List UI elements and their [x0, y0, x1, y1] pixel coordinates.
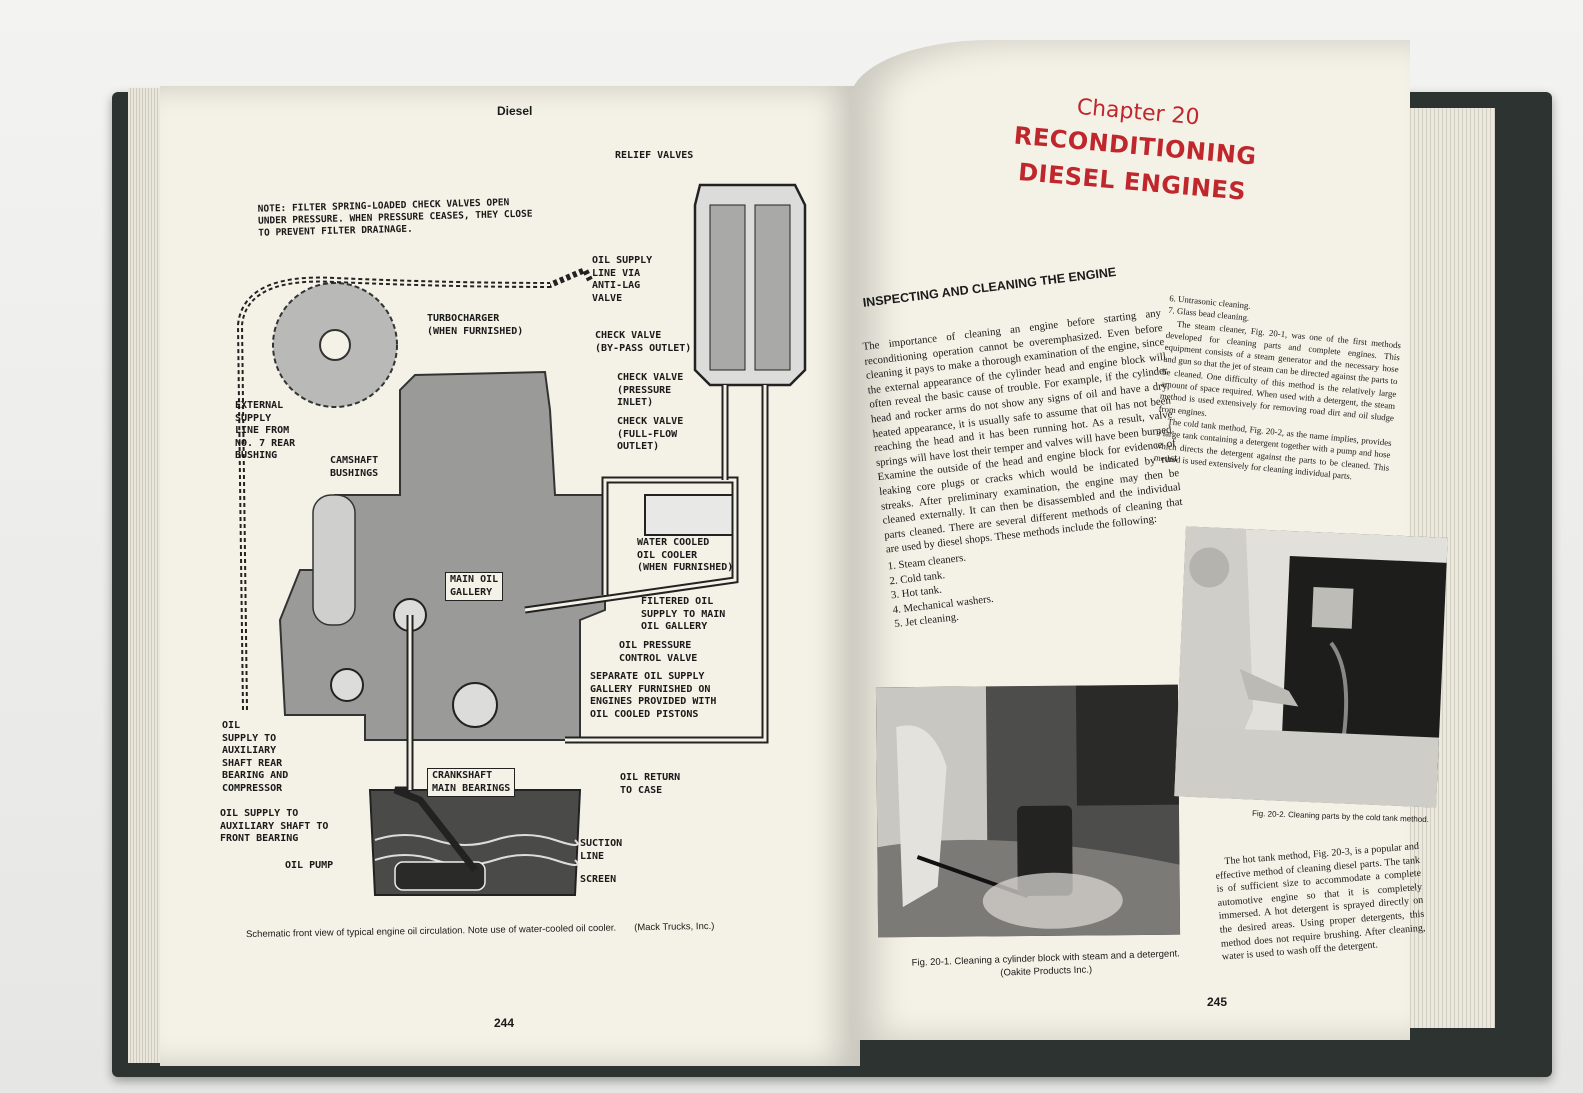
filter-element-1	[709, 204, 746, 371]
label-water-cooled-oil-cooler: WATER COOLED OIL COOLER (WHEN FURNISHED)	[637, 537, 734, 573]
label-oil-supply-line: OIL SUPPLY LINE VIA ANTI-LAG VALVE	[592, 255, 653, 304]
label-oil-pump: OIL PUMP	[285, 860, 334, 871]
label-suction-line: SUCTION LINE	[580, 838, 623, 862]
label-check-valve-fullflow: CHECK VALVE (FULL-FLOW OUTLET)	[617, 416, 684, 452]
filter-element-2	[754, 204, 791, 371]
label-separate-oil-supply: SEPARATE OIL SUPPLY GALLERY FURNISHED ON…	[590, 671, 717, 720]
body-column-bottom: The hot tank method, Fig. 20-3, is a pop…	[1214, 840, 1427, 964]
label-main-oil-gallery: MAIN OIL GALLERY	[445, 572, 504, 601]
label-crankshaft-main-bearings: CRANKSHAFT MAIN BEARINGS	[427, 768, 516, 797]
label-turbocharger: TURBOCHARGER (WHEN FURNISHED)	[427, 313, 524, 337]
aux-shaft-gear	[330, 668, 364, 702]
label-filtered-oil-supply: FILTERED OIL SUPPLY TO MAIN OIL GALLERY	[641, 596, 726, 632]
label-check-valve-bypass: CHECK VALVE (BY-PASS OUTLET)	[595, 330, 692, 354]
label-external-supply: EXTERNAL SUPPLY LINE FROM NO. 7 REAR BUS…	[235, 400, 296, 461]
paragraph-4: The hot tank method, Fig. 20-3, is a pop…	[1215, 840, 1426, 963]
label-camshaft-bushings: CAMSHAFT BUSHINGS	[330, 455, 379, 479]
crankshaft-shape	[452, 682, 498, 728]
page-number-right: 245	[1207, 995, 1228, 1009]
air-tank	[312, 494, 356, 626]
engine-block	[278, 370, 606, 741]
photo-cold-tank	[1174, 526, 1448, 808]
photo-1-image	[875, 684, 1181, 938]
label-oil-pressure-control: OIL PRESSURE CONTROL VALVE	[619, 640, 698, 664]
caption-credit: (Mack Trucks, Inc.)	[634, 920, 715, 934]
page-number-left: 244	[494, 1016, 515, 1030]
body-column-right: 6. Untrasonic cleaning. 7. Glass bead cl…	[1153, 292, 1403, 486]
photo-steam-cleaning	[875, 684, 1181, 938]
running-head: Diesel	[497, 104, 533, 118]
label-oil-supply-aux-front: OIL SUPPLY TO AUXILIARY SHAFT TO FRONT B…	[220, 808, 329, 844]
label-oil-return: OIL RETURN TO CASE	[620, 772, 681, 796]
photo-2-image	[1174, 526, 1448, 808]
label-relief-valves: RELIEF VALVES	[615, 150, 694, 161]
oil-circulation-diagram: RELIEF VALVES OIL SUPPLY LINE VIA ANTI-L…	[205, 150, 845, 920]
turbocharger-hub	[319, 329, 351, 361]
label-screen: SCREEN	[580, 874, 617, 885]
engine-diagram-svg	[236, 183, 807, 896]
label-check-valve-pressure: CHECK VALVE (PRESSURE INLET)	[617, 372, 684, 408]
paragraph-1: The importance of cleaning an engine bef…	[862, 307, 1184, 556]
body-column-left: The importance of cleaning an engine bef…	[862, 306, 1193, 632]
label-oil-supply-aux-rear: OIL SUPPLY TO AUXILIARY SHAFT REAR BEARI…	[222, 720, 289, 794]
oil-screen-shape	[394, 861, 486, 891]
oil-cooler-shape	[644, 494, 736, 536]
